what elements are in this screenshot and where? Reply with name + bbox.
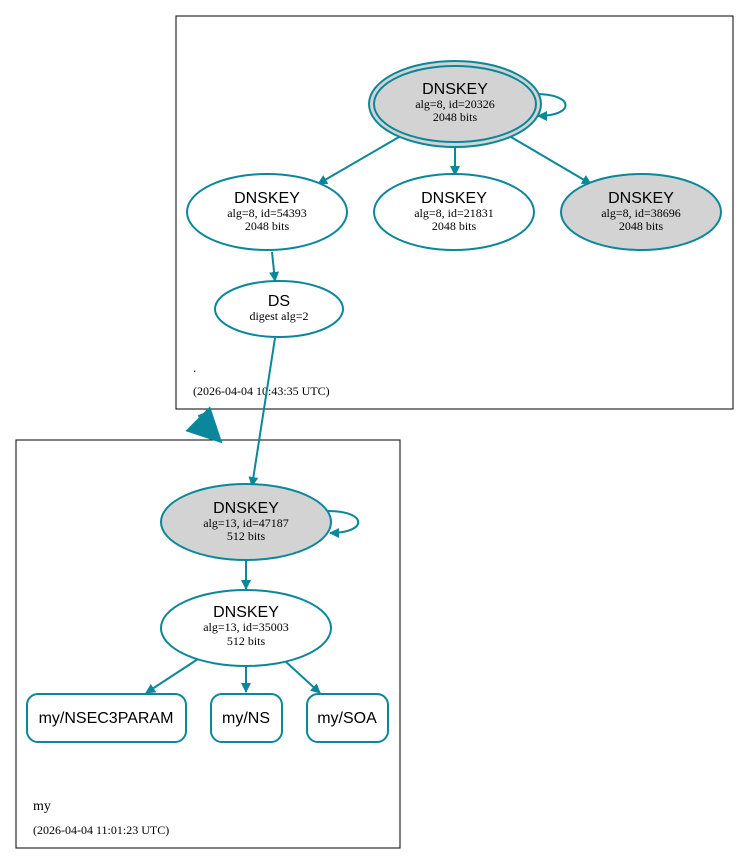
node-root-ksk-bits: 2048 bits <box>433 110 478 124</box>
node-root-key-38696-title: DNSKEY <box>608 190 674 207</box>
node-ds[interactable]: DS digest alg=2 <box>214 280 344 338</box>
node-my-zsk-bits: 512 bits <box>227 634 266 648</box>
zone-my-name: my <box>33 799 51 814</box>
node-root-zsk-54393-bits: 2048 bits <box>245 219 290 233</box>
node-my-zsk-shape <box>160 589 332 667</box>
node-rr-ns[interactable]: my/NS <box>210 693 283 743</box>
node-root-zsk-21831-title: DNSKEY <box>421 190 487 207</box>
node-root-key-38696-shape <box>560 173 722 251</box>
node-root-key-38696-alg: alg=8, id=38696 <box>601 206 681 220</box>
node-rr-soa[interactable]: my/SOA <box>306 693 389 743</box>
node-ds-shape <box>214 280 344 338</box>
node-rr-soa-label: my/SOA <box>317 710 377 727</box>
node-rr-ns-label: my/NS <box>222 710 270 727</box>
node-root-zsk-54393-shape <box>186 173 348 251</box>
node-root-key-38696-bits: 2048 bits <box>619 219 664 233</box>
node-rr-soa-shape <box>306 693 389 743</box>
node-my-ksk-alg: alg=13, id=47187 <box>203 516 289 530</box>
node-ds-digest: digest alg=2 <box>249 309 308 323</box>
node-my-ksk-shape <box>160 483 332 561</box>
node-root-ksk-alg: alg=8, id=20326 <box>415 97 495 111</box>
edge-zsk-to-soa <box>284 660 321 694</box>
node-root-zsk-21831-alg: alg=8, id=21831 <box>414 206 494 220</box>
node-root-zsk-21831[interactable]: DNSKEY alg=8, id=21831 2048 bits <box>373 173 535 251</box>
edge-root-ksk-to-54393 <box>317 136 400 185</box>
node-my-zsk[interactable]: DNSKEY alg=13, id=35003 512 bits <box>160 589 332 667</box>
node-my-ksk-bits: 512 bits <box>227 529 266 543</box>
node-root-zsk-21831-bits: 2048 bits <box>432 219 477 233</box>
node-rr-nsec3param-label: my/NSEC3PARAM <box>39 710 174 727</box>
edge-root-ksk-to-38696 <box>510 136 592 185</box>
node-rr-nsec3param[interactable]: my/NSEC3PARAM <box>26 693 187 743</box>
node-root-zsk-54393[interactable]: DNSKEY alg=8, id=54393 2048 bits <box>186 173 348 251</box>
node-my-ksk[interactable]: DNSKEY alg=13, id=47187 512 bits <box>160 483 332 561</box>
edge-my-ksk-self <box>327 510 360 538</box>
zone-my-timestamp: (2026-04-04 11:01:23 UTC) <box>33 823 169 837</box>
zone-root-name: . <box>193 360 196 375</box>
delegation-arrow <box>185 406 223 444</box>
node-root-ksk-title: DNSKEY <box>422 81 488 98</box>
node-root-ksk[interactable]: DNSKEY alg=8, id=20326 2048 bits <box>368 60 542 148</box>
node-my-ksk-title: DNSKEY <box>213 500 279 517</box>
node-rr-ns-shape <box>210 693 283 743</box>
edge-54393-to-ds <box>269 251 280 282</box>
node-root-zsk-54393-title: DNSKEY <box>234 190 300 207</box>
node-root-zsk-54393-alg: alg=8, id=54393 <box>227 206 307 220</box>
node-root-zsk-21831-shape <box>373 173 535 251</box>
edge-zsk-to-nsec3param <box>145 658 199 694</box>
zone-root-border <box>175 15 734 410</box>
edges <box>145 93 592 694</box>
zone-root: . (2026-04-04 10:43:35 UTC) <box>175 15 734 410</box>
node-ds-title: DS <box>268 293 290 310</box>
node-rr-nsec3param-shape <box>26 693 187 743</box>
node-my-zsk-alg: alg=13, id=35003 <box>203 620 289 634</box>
node-root-key-38696[interactable]: DNSKEY alg=8, id=38696 2048 bits <box>560 173 722 251</box>
edge-ds-to-my-ksk <box>248 337 276 487</box>
edge-root-ksk-self <box>535 93 567 121</box>
zone-root-timestamp: (2026-04-04 10:43:35 UTC) <box>193 384 330 398</box>
node-my-zsk-title: DNSKEY <box>213 604 279 621</box>
node-root-ksk-inner <box>373 65 537 143</box>
